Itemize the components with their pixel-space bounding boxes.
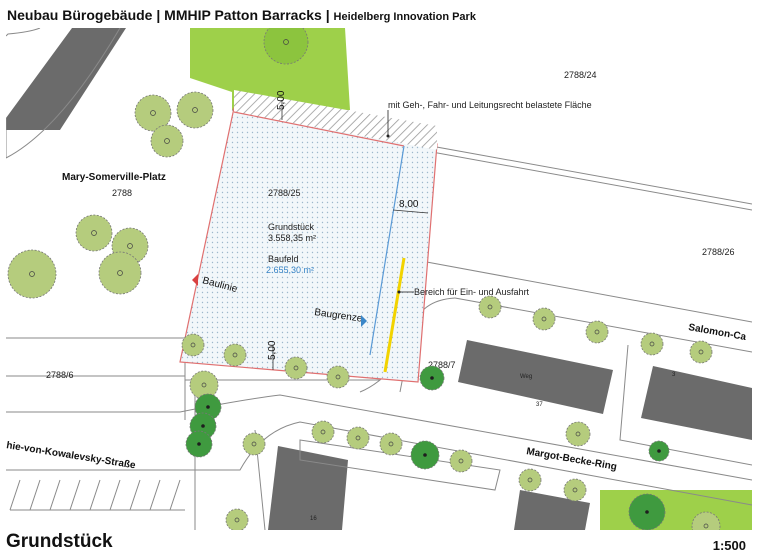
building-3 <box>641 366 752 440</box>
tree <box>326 365 350 389</box>
parcel-2788: 2788 <box>112 188 132 198</box>
building-label-16: 16 <box>310 516 317 522</box>
title-subtitle: Heidelberg Innovation Park <box>333 11 476 23</box>
baugrenze-arrow <box>361 315 367 327</box>
street-salomon: Salomon-Ca <box>687 322 747 343</box>
green-area-top <box>190 28 350 110</box>
tree <box>98 251 142 295</box>
road-lines <box>6 28 752 530</box>
scale-label: 1:500 <box>712 538 746 553</box>
entrance-note: Bereich für Ein- und Ausfahrt <box>414 287 530 297</box>
tree <box>346 426 370 450</box>
green-area-bottom <box>600 490 752 530</box>
dim-right: 8,00 <box>399 199 419 210</box>
tree <box>134 94 172 132</box>
tree <box>225 508 249 530</box>
section-title: Grundstück <box>6 531 113 552</box>
building-nw <box>6 28 126 130</box>
tree <box>7 249 57 299</box>
parcel-2788-25: 2788/25 <box>268 188 301 198</box>
tree <box>640 332 664 356</box>
tree <box>75 214 113 252</box>
building-label-3: 3 <box>672 372 676 378</box>
street-kowalevsky: hie-von-Kowalevsky-Straße <box>6 440 137 471</box>
baufeld-area: 2.655,30 m² <box>266 265 314 275</box>
tree <box>478 295 502 319</box>
tree <box>691 511 721 530</box>
dim-top: 5,00 <box>276 90 287 110</box>
easement-leader-dot <box>386 134 390 138</box>
tree <box>518 468 542 492</box>
page-title: Neubau Bürogebäude | MMHIP Patton Barrac… <box>7 7 476 23</box>
tree <box>449 449 473 473</box>
title-main: Neubau Bürogebäude | MMHIP Patton Barrac… <box>7 7 330 23</box>
tree <box>563 478 587 502</box>
dim-bottom: 5,00 <box>267 340 278 360</box>
tree <box>379 432 403 456</box>
dimension-lines <box>272 100 429 370</box>
baugrenze-line <box>369 145 405 356</box>
tree <box>263 28 309 65</box>
parcel-2788-7: 2788/7 <box>428 360 456 370</box>
tree <box>565 421 591 447</box>
parcel-2788-6: 2788/6 <box>46 370 74 380</box>
easement-hatch <box>234 90 437 150</box>
baulinie-top <box>233 111 405 147</box>
easement-note: mit Geh-, Fahr- und Leitungsrecht belast… <box>388 100 592 110</box>
building-label-weg: Weg <box>520 374 532 380</box>
parcel-2788-24: 2788/24 <box>564 70 597 80</box>
place-mary-somerville: Mary-Somerville-Platz <box>62 172 166 183</box>
tree <box>242 432 266 456</box>
tree <box>689 340 713 364</box>
entrance-marker <box>383 257 406 373</box>
grundstueck-area: 3.558,35 m² <box>268 233 316 243</box>
tree <box>181 333 205 357</box>
tree <box>532 307 556 331</box>
tree-centers <box>29 39 709 529</box>
parcel-2788-26: 2788/26 <box>702 247 735 257</box>
tree <box>223 343 247 367</box>
tree-centers-dark <box>197 376 661 514</box>
building-37 <box>458 340 613 414</box>
building-16 <box>268 446 348 530</box>
tree <box>150 124 184 158</box>
parking-stripes <box>9 479 185 511</box>
building-label-37: 37 <box>536 402 543 408</box>
tree <box>284 356 308 380</box>
plot-area <box>179 107 438 383</box>
entrance-leader-dot <box>397 290 401 294</box>
street-margot-becke: Margot-Becke-Ring <box>525 446 617 473</box>
tree <box>585 320 609 344</box>
baulinie-arrow <box>192 274 198 286</box>
tree <box>176 91 214 129</box>
site-plan: 5,00 8,00 5,00 Baulinie Baugrenze 2788/2… <box>6 28 752 530</box>
grundstueck-label: Grundstück <box>268 222 315 232</box>
baufeld-label: Baufeld <box>268 254 299 264</box>
tree <box>311 420 335 444</box>
